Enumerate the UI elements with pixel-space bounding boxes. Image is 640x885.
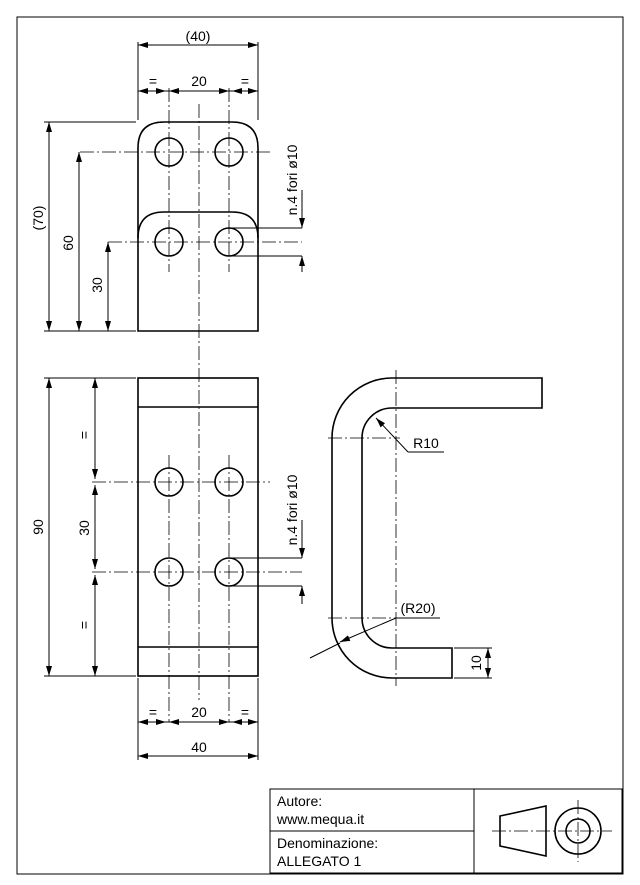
author-label: Autore: [277, 793, 322, 809]
dim-front-30: 30 [76, 520, 92, 536]
name-value: ALLEGATO 1 [277, 853, 362, 869]
dim-top-center: 20 [191, 73, 207, 89]
sheet-border [16, 16, 624, 875]
dim-side-thickness: 10 [468, 655, 484, 671]
title-block: Autore: www.mequa.it Denominazione: ALLE… [269, 788, 623, 874]
top-view-bend-line [137, 211, 259, 239]
projection-symbol-icon [492, 800, 612, 862]
dim-front-holes-note: n.4 fori ø10 [284, 474, 300, 545]
dim-bottom-width: 40 [191, 739, 207, 755]
top-view-outline [137, 121, 259, 332]
name-label: Denominazione: [277, 835, 378, 851]
dim-bottom-center: 20 [191, 704, 207, 720]
dim-side-r10: R10 [413, 435, 439, 451]
front-view-outline [137, 377, 259, 677]
front-view: 90 = 30 = n.4 fori ø10 = 20 = 40 [30, 377, 305, 760]
author-value: www.mequa.it [276, 811, 364, 827]
dim-bottom-eq-right: = [241, 704, 249, 720]
dim-front-eq-lower: = [76, 621, 92, 629]
dim-top-60: 60 [60, 235, 76, 251]
top-view: (40) = 20 = (70) 60 30 n.4 fori ø10 [30, 28, 305, 332]
dim-front-90: 90 [30, 519, 46, 535]
side-view: R10 (R20) 10 [309, 370, 543, 686]
side-view-profile [331, 377, 543, 679]
dim-bottom-eq-left: = [149, 704, 157, 720]
dim-top-eq-right: = [241, 73, 249, 89]
dim-top-total-height: (70) [30, 206, 46, 231]
dim-top-30: 30 [89, 277, 105, 293]
dim-top-holes-note: n.4 fori ø10 [284, 144, 300, 215]
dim-top-width: (40) [186, 28, 211, 44]
dim-front-eq-upper: = [76, 431, 92, 439]
dim-side-r20: (R20) [400, 600, 435, 616]
dim-top-eq-left: = [149, 73, 157, 89]
